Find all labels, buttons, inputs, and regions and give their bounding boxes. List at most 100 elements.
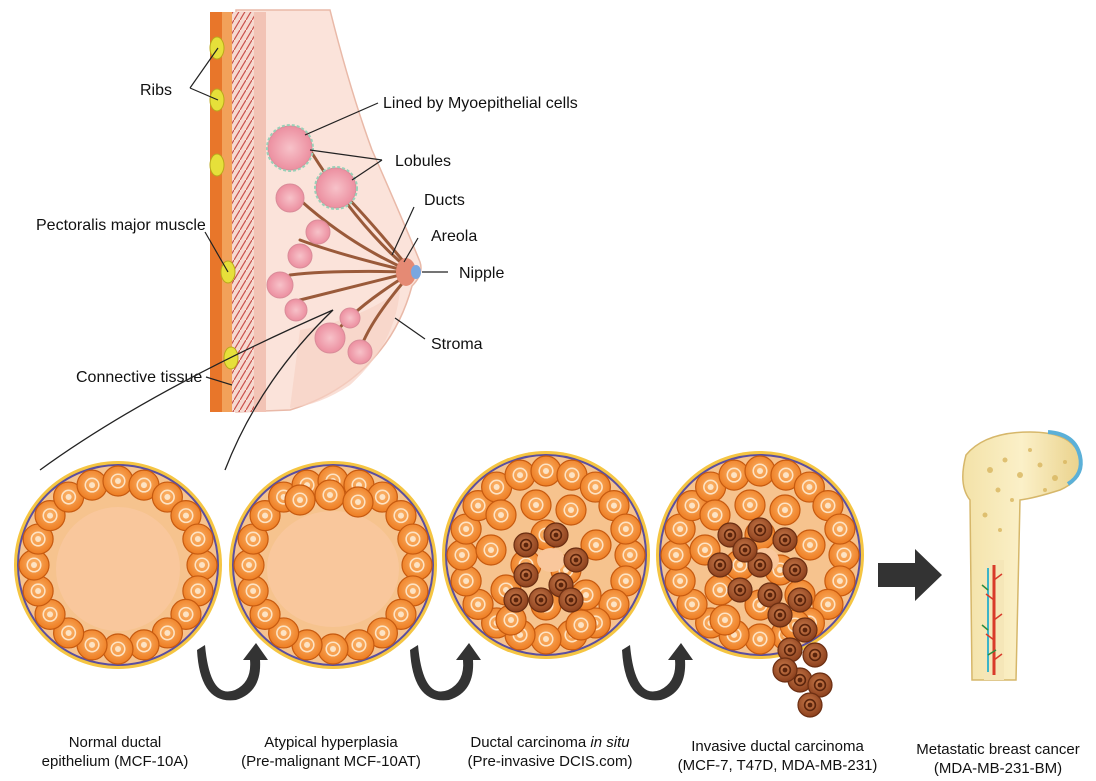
tumor-cell	[514, 533, 538, 557]
epithelial-cell	[661, 540, 691, 570]
epithelial-cell	[710, 605, 740, 635]
epithelial-cell	[183, 524, 213, 554]
femur-bone	[963, 432, 1081, 680]
nipple	[411, 265, 421, 279]
caption-line: Ductal carcinoma in situ	[450, 733, 650, 752]
tumor-cell	[708, 553, 732, 577]
caption-invasive: Invasive ductal carcinoma (MCF-7, T47D, …	[665, 737, 890, 775]
epithelial-cell	[238, 576, 268, 606]
epithelial-cell	[344, 630, 374, 660]
metastasis-arrow-icon	[878, 549, 942, 601]
tumor-cell	[733, 538, 757, 562]
tumor-cell	[798, 693, 822, 717]
epithelial-cell	[187, 550, 217, 580]
label-pectoralis: Pectoralis major muscle	[36, 217, 206, 234]
caption-dcis: Ductal carcinoma in situ (Pre-invasive D…	[450, 733, 650, 771]
tumor-cell	[559, 588, 583, 612]
epithelial-cell	[315, 480, 345, 510]
breast-anatomy: Ribs Lined by Myoepithelial cells Lobule…	[36, 10, 578, 412]
duct-cross-sections	[14, 451, 864, 717]
epithelial-cell	[521, 490, 551, 520]
duct-section	[442, 451, 650, 659]
tumor-cell	[768, 603, 792, 627]
epithelial-cell	[745, 456, 775, 486]
epithelial-cell	[615, 540, 645, 570]
epithelial-cell	[447, 540, 477, 570]
epithelial-cell	[103, 466, 133, 496]
caption-normal: Normal ductal epithelium (MCF-10A)	[20, 733, 210, 771]
epithelial-cell	[566, 610, 596, 640]
epithelial-cell	[770, 495, 800, 525]
tumor-cell	[544, 523, 568, 547]
caption-atypical: Atypical hyperplasia (Pre-malignant MCF-…	[226, 733, 436, 771]
epithelial-cell	[23, 576, 53, 606]
tumor-cell	[793, 618, 817, 642]
caption-line: Metastatic breast cancer	[900, 740, 1096, 759]
caption-text: Ductal carcinoma	[470, 734, 590, 751]
tumor-cell	[529, 588, 553, 612]
caption-metastatic: Metastatic breast cancer (MDA-MB-231-BM)	[900, 740, 1096, 778]
tumor-cell	[564, 548, 588, 572]
caption-line: (Pre-invasive DCIS.com)	[450, 752, 650, 771]
label-stroma: Stroma	[431, 336, 483, 353]
tumor-cell	[514, 563, 538, 587]
duct-section	[229, 461, 437, 669]
epithelial-cell	[77, 470, 107, 500]
epithelial-cell	[398, 524, 428, 554]
label-ribs: Ribs	[140, 82, 172, 99]
epithelial-cell	[531, 624, 561, 654]
epithelial-cell	[476, 535, 506, 565]
caption-line: Invasive ductal carcinoma	[665, 737, 890, 756]
epithelial-cell	[451, 566, 481, 596]
caption-line: (Pre-malignant MCF-10AT)	[226, 752, 436, 771]
epithelial-cell	[486, 500, 516, 530]
label-connective-tissue: Connective tissue	[76, 369, 202, 386]
caption-line: Atypical hyperplasia	[226, 733, 436, 752]
label-lobules: Lobules	[395, 153, 451, 170]
tumor-cell	[773, 528, 797, 552]
curved-arrow-icon	[410, 643, 481, 700]
epithelial-cell	[825, 514, 855, 544]
tumor-cell	[773, 658, 797, 682]
epithelial-cell	[318, 634, 348, 664]
tumor-cell	[788, 588, 812, 612]
epithelial-cell	[234, 550, 264, 580]
label-ducts: Ducts	[424, 192, 465, 209]
epithelial-cell	[829, 540, 859, 570]
tumor-cell	[748, 518, 772, 542]
epithelial-cell	[103, 634, 133, 664]
label-myoepithelial: Lined by Myoepithelial cells	[383, 95, 578, 112]
epithelial-cell	[735, 490, 765, 520]
epithelial-cell	[402, 550, 432, 580]
caption-line: epithelium (MCF-10A)	[20, 752, 210, 771]
epithelial-cell	[505, 460, 535, 490]
curved-arrow-icon	[197, 643, 268, 700]
epithelial-cell	[719, 460, 749, 490]
epithelial-cell	[611, 514, 641, 544]
tumor-cell	[728, 578, 752, 602]
epithelial-cell	[556, 495, 586, 525]
epithelial-cell	[343, 487, 373, 517]
epithelial-cell	[531, 456, 561, 486]
caption-italic: in situ	[590, 734, 629, 751]
epithelial-cell	[665, 566, 695, 596]
duct-section	[656, 451, 864, 717]
label-nipple: Nipple	[459, 265, 504, 282]
caption-line: (MDA-MB-231-BM)	[900, 759, 1096, 778]
tumor-cell	[783, 558, 807, 582]
progression-arrows	[197, 643, 693, 700]
epithelial-cell	[795, 530, 825, 560]
label-areola: Areola	[431, 228, 477, 245]
duct-section	[14, 461, 222, 669]
tumor-cell	[803, 643, 827, 667]
caption-line: Normal ductal	[20, 733, 210, 752]
epithelial-cell	[19, 550, 49, 580]
epithelial-cell	[129, 630, 159, 660]
curved-arrow-icon	[622, 643, 693, 700]
epithelial-cell	[745, 624, 775, 654]
epithelial-cell	[285, 485, 315, 515]
caption-line: (MCF-7, T47D, MDA-MB-231)	[665, 756, 890, 775]
rib-column	[210, 12, 224, 412]
tumor-cell	[504, 588, 528, 612]
